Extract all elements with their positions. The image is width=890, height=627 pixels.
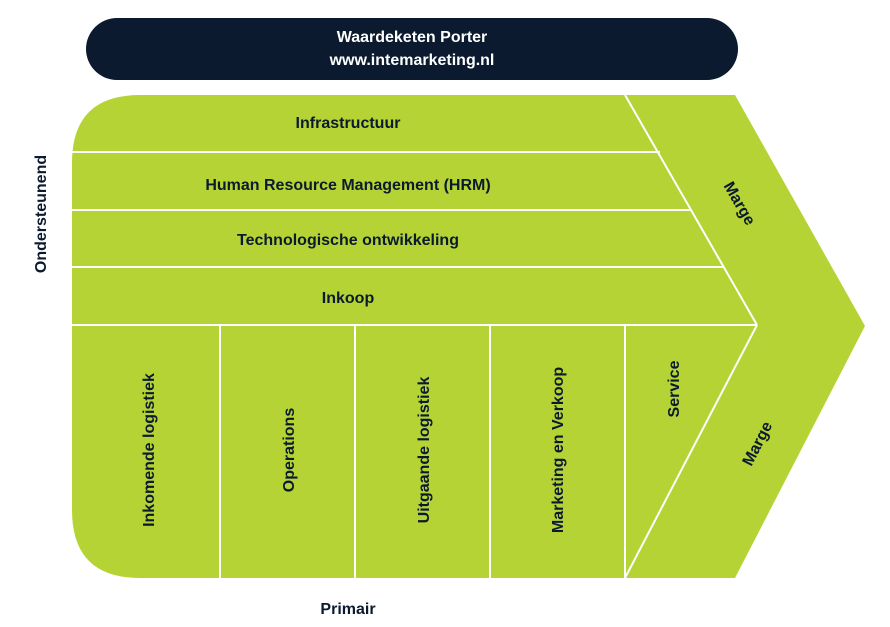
title-banner: Waardeketen Porter www.intemarketing.nl	[86, 18, 738, 80]
primary-activity-inbound-logistics: Inkomende logistiek	[141, 373, 158, 527]
primary-bottom-label: Primair	[320, 601, 375, 618]
primary-activity-marketing-sales: Marketing en Verkoop	[550, 367, 567, 533]
primary-activity-service: Service	[666, 360, 683, 417]
primary-activity-operations: Operations	[281, 408, 298, 493]
primary-activity-outbound-logistics: Uitgaande logistiek	[416, 377, 433, 524]
support-activity-infrastructure: Infrastructuur	[296, 115, 401, 132]
support-side-label: Ondersteunend	[33, 155, 50, 273]
support-activity-procurement: Inkoop	[322, 290, 375, 307]
support-activity-hrm: Human Resource Management (HRM)	[205, 177, 490, 194]
divider-lines	[72, 94, 758, 579]
diagram-title: Waardeketen Porter	[336, 29, 488, 46]
support-activity-technology: Technologische ontwikkeling	[237, 232, 459, 249]
value-chain-shape	[72, 95, 865, 578]
source-url: www.intemarketing.nl	[329, 52, 495, 69]
